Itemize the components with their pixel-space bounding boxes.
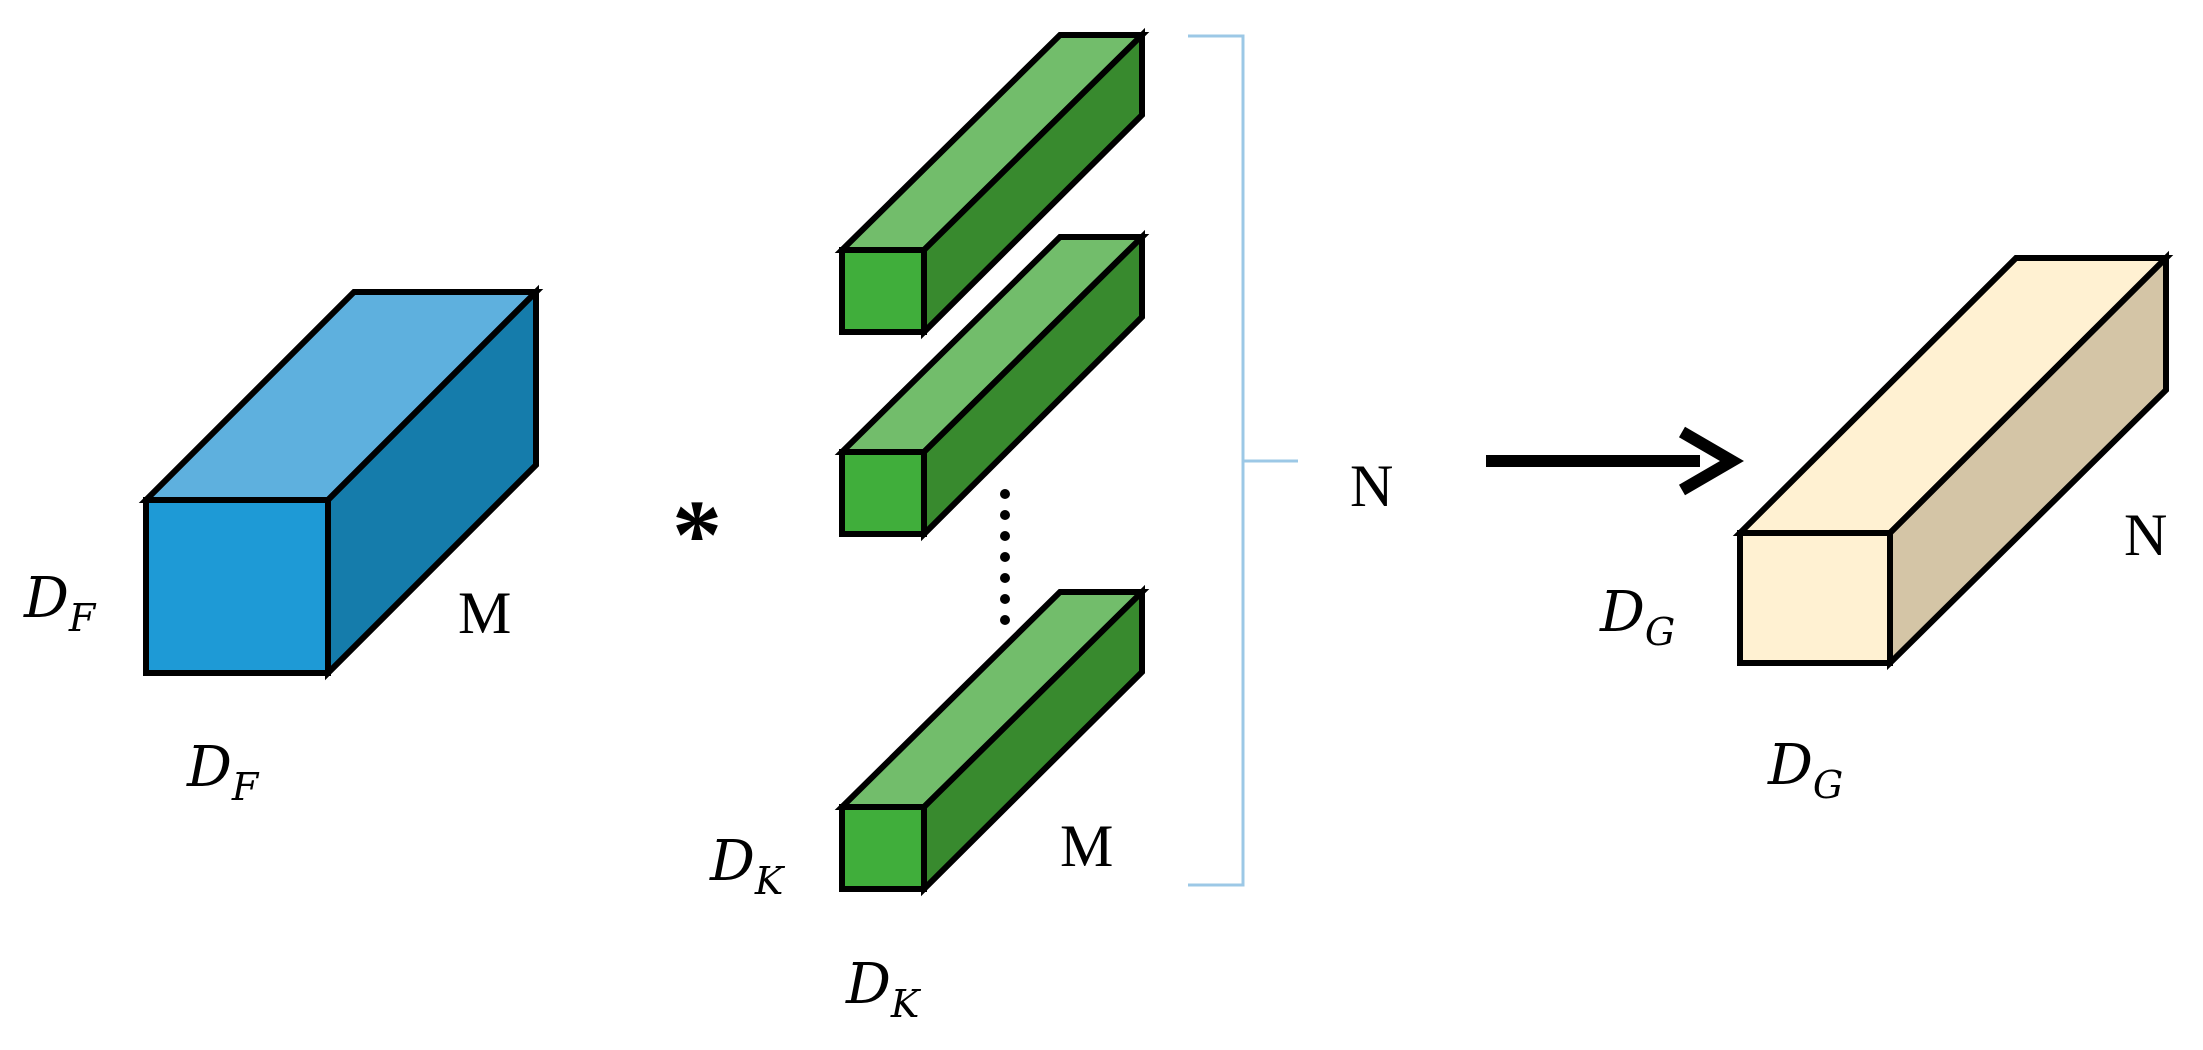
input-width-label: DF — [186, 735, 260, 809]
kernel-front-face — [839, 804, 927, 892]
output-height-label: DG — [1599, 580, 1675, 654]
output-feature-map — [1732, 250, 2174, 671]
kernel-height-label: DK — [709, 829, 786, 903]
right-arrow-icon — [1486, 426, 1744, 496]
kernel-ellipsis — [1000, 489, 1010, 625]
kernel-filter — [834, 584, 1150, 897]
kernel-front-face — [839, 247, 927, 335]
kernel-stack — [834, 27, 1150, 897]
kernel-count-label: N — [1350, 453, 1393, 519]
kernel-count-bracket — [1188, 34, 1298, 887]
output-front-face — [1737, 530, 1893, 666]
kernel-front-face — [839, 449, 927, 537]
output-depth-label: N — [2124, 502, 2167, 568]
input-front-face — [143, 497, 331, 676]
input-height-label: DF — [23, 566, 97, 640]
input-depth-label: M — [458, 580, 511, 646]
kernel-width-label: DK — [845, 952, 922, 1026]
kernel-filter — [834, 27, 1150, 340]
kernel-filter — [834, 229, 1150, 542]
output-width-label: DG — [1767, 733, 1843, 807]
input-feature-map — [138, 284, 544, 681]
kernel-depth-label: M — [1060, 813, 1113, 879]
convolution-operator-symbol: * — [672, 479, 722, 590]
